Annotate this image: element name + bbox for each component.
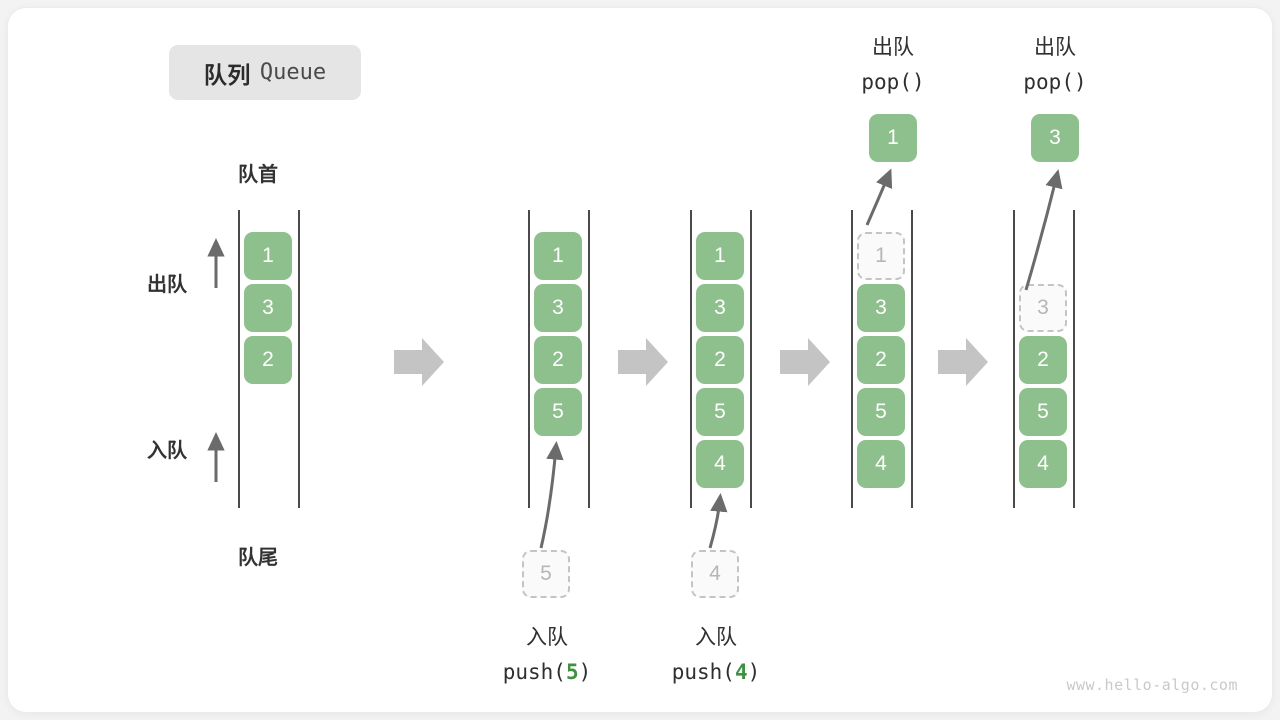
header-pop-1-cn: 出队: [872, 36, 914, 59]
caption-push-5-cn: 入队: [526, 626, 568, 649]
header-pop-3: 出队 pop(): [960, 30, 1150, 100]
caption-push-4-cn: 入队: [695, 626, 737, 649]
queue-column-pop-3: 3 2 5 4: [1013, 210, 1075, 508]
queue-rail-right: [1073, 210, 1075, 508]
queue-cell: 3: [534, 284, 582, 332]
queue-cell: 3: [244, 284, 292, 332]
title-badge: 队列 Queue: [169, 45, 361, 100]
enqueue-label: 入队: [147, 440, 187, 462]
queue-rail-right: [750, 210, 752, 508]
queue-column-pop-1: 1 3 2 5 4: [851, 210, 913, 508]
caption-push-5: 入队 push(5): [452, 620, 642, 690]
queue-cell: 5: [534, 388, 582, 436]
queue-cell: 4: [696, 440, 744, 488]
queue-cell: 1: [534, 232, 582, 280]
queue-cell-ghost: 3: [1019, 284, 1067, 332]
queue-rail-right: [911, 210, 913, 508]
caption-push-4-arg: 4: [734, 660, 748, 684]
popped-element-1: 1: [869, 114, 917, 162]
queue-cell: 4: [1019, 440, 1067, 488]
queue-cell: 5: [857, 388, 905, 436]
queue-column-push-4: 1 3 2 5 4: [690, 210, 752, 508]
title-label-cn: 队列: [203, 61, 251, 88]
title-label-en: Queue: [259, 60, 327, 85]
caption-push-4-code: push(4): [671, 660, 761, 684]
queue-cell: 2: [534, 336, 582, 384]
diagram-card: [8, 8, 1272, 712]
caption-push-5-arg: 5: [565, 660, 579, 684]
queue-cell: 5: [1019, 388, 1067, 436]
queue-rail-left: [528, 210, 530, 508]
queue-cell: 1: [244, 232, 292, 280]
rear-label: 队尾: [238, 547, 278, 569]
queue-column-initial: 1 3 2: [238, 210, 300, 508]
queue-rail-left: [1013, 210, 1015, 508]
queue-rail-left: [851, 210, 853, 508]
header-pop-1-code: pop(): [861, 70, 925, 94]
pending-element-push-4: 4: [691, 550, 739, 598]
pending-element-push-5: 5: [522, 550, 570, 598]
queue-column-push-5: 1 3 2 5: [528, 210, 590, 508]
header-pop-3-cn: 出队: [1034, 36, 1076, 59]
queue-cell-ghost: 1: [857, 232, 905, 280]
queue-rail-left: [238, 210, 240, 508]
queue-cell: 4: [857, 440, 905, 488]
front-label: 队首: [238, 164, 278, 186]
queue-rail-left: [690, 210, 692, 508]
watermark: www.hello-algo.com: [1066, 676, 1238, 694]
queue-cell: 2: [244, 336, 292, 384]
queue-cell: 2: [1019, 336, 1067, 384]
queue-cell: 2: [696, 336, 744, 384]
caption-push-5-code: push(5): [502, 660, 592, 684]
header-pop-3-code: pop(): [1023, 70, 1087, 94]
queue-rail-right: [588, 210, 590, 508]
caption-push-4: 入队 push(4): [621, 620, 811, 690]
header-pop-1: 出队 pop(): [798, 30, 988, 100]
queue-cell: 3: [696, 284, 744, 332]
queue-cell: 2: [857, 336, 905, 384]
queue-cell: 1: [696, 232, 744, 280]
popped-element-3: 3: [1031, 114, 1079, 162]
queue-rail-right: [298, 210, 300, 508]
dequeue-label: 出队: [147, 274, 187, 296]
queue-cell: 5: [696, 388, 744, 436]
queue-cell: 3: [857, 284, 905, 332]
